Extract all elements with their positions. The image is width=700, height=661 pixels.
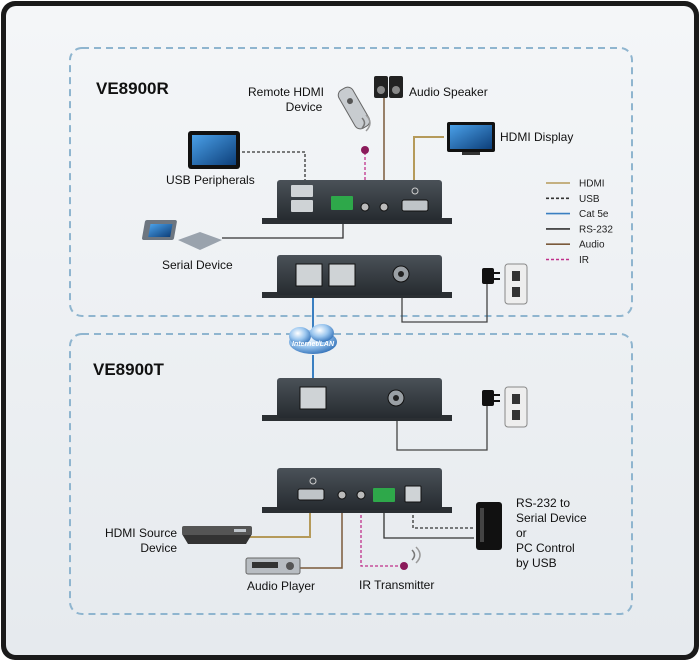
power-cable-transmitter (396, 402, 488, 451)
power-cable-receiver (401, 280, 488, 323)
audio-player-icon (245, 557, 301, 575)
ve8900r-rear-unit (262, 255, 452, 298)
ir-cable-transmitter (360, 510, 400, 567)
rs232-terminal (373, 488, 395, 502)
rj45-port (295, 263, 323, 287)
hdmi-cable-receiver (413, 136, 444, 187)
serial-device-label: Serial Device (162, 258, 233, 272)
usb-peripherals-label: USB Peripherals (166, 173, 255, 187)
remote-hdmi-device-icon (337, 86, 371, 132)
audio-cable-transmitter (300, 510, 343, 569)
hdmi-source-device-icon (182, 526, 252, 544)
transmitter-group-box (69, 333, 633, 615)
rj45-port (328, 263, 356, 287)
usb-cable-receiver (242, 151, 306, 183)
internet-lan-cloud: Internet/LAN (289, 324, 337, 354)
hdmi-cable-transmitter (230, 510, 311, 538)
remote-hdmi-device-label-line1: Remote HDMI (248, 85, 324, 99)
receiver-title: VE8900R (96, 79, 169, 98)
wall-outlet-transmitter (504, 386, 528, 428)
usb-cable-transmitter (412, 510, 474, 529)
power-led (411, 187, 419, 195)
ir-jack (356, 490, 366, 500)
rs232-terminal (331, 196, 353, 210)
serial-device-icon (142, 220, 222, 250)
pc-control-label-line1: RS-232 to (516, 496, 570, 510)
power-adapter-receiver (482, 268, 500, 284)
audio-jack (379, 202, 389, 212)
rs232-cable-transmitter (383, 510, 474, 539)
usb-port (291, 200, 313, 212)
cloud-label: Internet/LAN (292, 341, 335, 348)
ve8900t-front-unit (262, 468, 452, 513)
audio-speaker-label: Audio Speaker (409, 85, 488, 99)
pc-control-label-line2: Serial Device (516, 511, 587, 525)
legend-label: RS-232 (579, 224, 613, 235)
pc-tower-icon (476, 502, 502, 550)
transmitter-title: VE8900T (93, 360, 164, 379)
audio-speaker-icon (374, 76, 403, 98)
ir-transmitter-icon (400, 546, 421, 570)
usb-port (291, 185, 313, 197)
hdmi-port (297, 488, 325, 501)
hdmi-display-icon (447, 122, 495, 155)
usb-b-port (404, 485, 422, 503)
remote-hdmi-device-label-line2: Device (286, 100, 323, 114)
pc-control-label-line5: by USB (516, 556, 557, 570)
audio-player-label: Audio Player (247, 579, 315, 593)
legend-label: USB (579, 194, 600, 205)
background-panel (6, 6, 694, 655)
hdmi-source-device-label-line2: Device (140, 541, 177, 555)
pc-control-label-line4: PC Control (516, 541, 575, 555)
pc-control-label-line3: or (516, 526, 527, 540)
legend-label: IR (579, 255, 589, 266)
ir-jack (360, 202, 370, 212)
hdmi-display-label: HDMI Display (500, 130, 573, 144)
audio-jack (337, 490, 347, 500)
ve8900t-rear-unit (262, 378, 452, 421)
hdmi-source-device-label-line1: HDMI Source (105, 526, 177, 540)
power-led (309, 477, 317, 485)
legend-label: Audio (579, 240, 605, 251)
receiver-group-box (69, 47, 633, 317)
wall-outlet-receiver (504, 263, 528, 305)
ve8900r-front-unit (262, 180, 452, 224)
usb-peripherals-icon (188, 131, 240, 169)
ir-receiver-sensor (361, 146, 369, 154)
ir-transmitter-label: IR Transmitter (359, 578, 434, 592)
legend-label: HDMI (579, 179, 605, 190)
power-adapter-transmitter (482, 390, 500, 406)
hdmi-port (401, 199, 429, 212)
rj45-port (299, 386, 327, 410)
legend-label: Cat 5e (579, 209, 609, 220)
